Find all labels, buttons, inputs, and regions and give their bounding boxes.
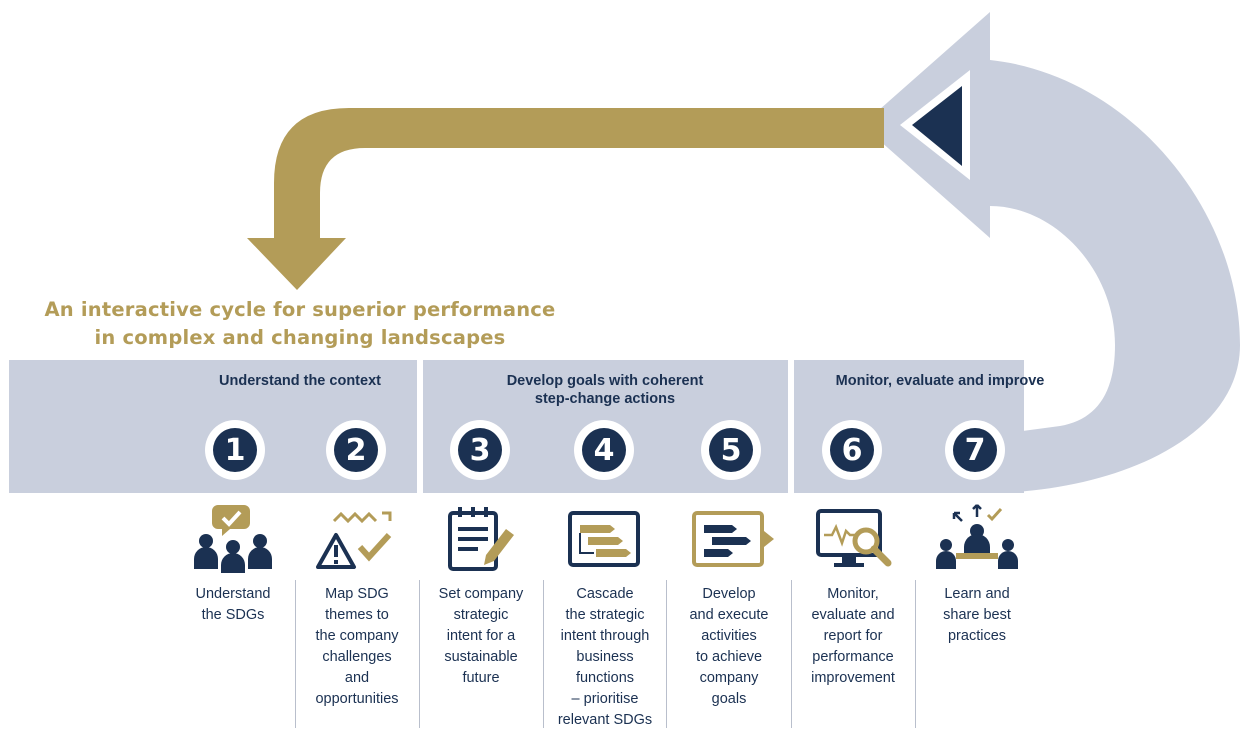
monitor-magnifier-icon: [816, 509, 892, 567]
step-3-label-line: future: [462, 670, 500, 686]
step-divider: [295, 580, 296, 728]
step-4-label-line: Cascade: [576, 586, 634, 602]
step-1-label-line: Understand: [195, 586, 271, 602]
step-3-label: Set company strategic intent for a susta…: [420, 584, 542, 689]
step-6-label-line: Monitor,: [827, 586, 879, 602]
step-3-label-line: sustainable: [444, 649, 518, 665]
step-2-label-line: challenges: [322, 649, 392, 665]
step-divider: [666, 580, 667, 728]
gold-cycle-arrow: [247, 108, 884, 290]
step-4-label-line: intent through: [560, 628, 650, 644]
step-5-label: Develop and execute activities to achiev…: [668, 584, 790, 710]
step-7-label: Learn and share best practices: [916, 584, 1038, 647]
step-7-label-line: share best: [943, 607, 1011, 623]
stage-heading-context: Understand the context: [219, 373, 381, 389]
step-5-badge: 5: [701, 420, 761, 480]
step-1-badge: 1: [205, 420, 265, 480]
step-3-label-line: strategic: [453, 607, 509, 623]
step-6-label-line: improvement: [811, 670, 895, 686]
step-2-label-line: Map SDG: [325, 586, 389, 602]
cascade-board-icon: [568, 511, 640, 567]
step-divider: [419, 580, 420, 728]
step-4-label-line: functions: [575, 670, 635, 686]
title-line-2: in complex and changing landscapes: [94, 326, 506, 349]
step-5-number: 5: [709, 428, 753, 472]
team-share-icon: [936, 504, 1018, 569]
step-7-badge: 7: [945, 420, 1005, 480]
step-divider: [915, 580, 916, 728]
step-4-number: 4: [582, 428, 626, 472]
step-divider: [791, 580, 792, 728]
step-3-label-line: intent for a: [446, 628, 516, 644]
step-5-label-line: Develop: [702, 586, 756, 602]
gantt-board-arrow-icon: [692, 511, 774, 567]
step-5-label-line: to achieve: [695, 649, 763, 665]
stage-heading-goals-line-2: step-change actions: [534, 391, 676, 407]
step-2-label: Map SDG themes to the company challenges…: [296, 584, 418, 710]
step-7-label-line: practices: [947, 628, 1007, 644]
step-6-badge: 6: [822, 420, 882, 480]
step-2-label-line: and: [344, 670, 370, 686]
step-4-label-line: the strategic: [565, 607, 645, 623]
title-line-1: An interactive cycle for superior perfor…: [44, 298, 556, 321]
warning-trend-check-icon: [316, 511, 392, 569]
step-3-badge: 3: [450, 420, 510, 480]
step-5-label-line: activities: [701, 628, 757, 644]
step-2-label-line: themes to: [325, 607, 389, 623]
step-6-number: 6: [830, 428, 874, 472]
step-7-number: 7: [953, 428, 997, 472]
step-3-label-line: Set company: [438, 586, 524, 602]
stage-heading-monitor: Monitor, evaluate and improve: [835, 373, 1045, 389]
step-4-label-line: relevant SDGs: [557, 712, 653, 728]
step-3-number: 3: [458, 428, 502, 472]
step-4-label: Cascade the strategic intent through bus…: [544, 584, 666, 731]
step-4-label-line: business: [576, 649, 634, 665]
step-1-label-line: the SDGs: [201, 607, 265, 623]
people-speech-check-icon: [194, 505, 272, 573]
step-2-badge: 2: [326, 420, 386, 480]
step-1-label: Understand the SDGs: [172, 584, 294, 626]
step-5-label-line: and execute: [689, 607, 769, 623]
notepad-pencil-icon: [448, 507, 514, 571]
stage-heading-goals-line-1: Develop goals with coherent: [506, 373, 704, 389]
step-4-label-line: – prioritise: [571, 691, 639, 707]
step-5-label-line: goals: [711, 691, 747, 707]
diagram-title: An interactive cycle for superior perfor…: [40, 296, 560, 352]
step-2-label-line: the company: [315, 628, 399, 644]
stage-heading-goals: Develop goals with coherent step-change …: [450, 372, 760, 408]
play-triangle-icon: [912, 86, 962, 166]
step-5-label-line: company: [699, 670, 759, 686]
step-2-label-line: opportunities: [315, 691, 399, 707]
step-6-label-line: report for: [823, 628, 883, 644]
step-divider: [543, 580, 544, 728]
step-6-label-line: performance: [812, 649, 894, 665]
step-2-number: 2: [334, 428, 378, 472]
step-7-label-line: Learn and: [944, 586, 1010, 602]
step-1-number: 1: [213, 428, 257, 472]
step-6-label-line: evaluate and: [811, 607, 895, 623]
step-4-badge: 4: [574, 420, 634, 480]
step-6-label: Monitor, evaluate and report for perform…: [792, 584, 914, 689]
